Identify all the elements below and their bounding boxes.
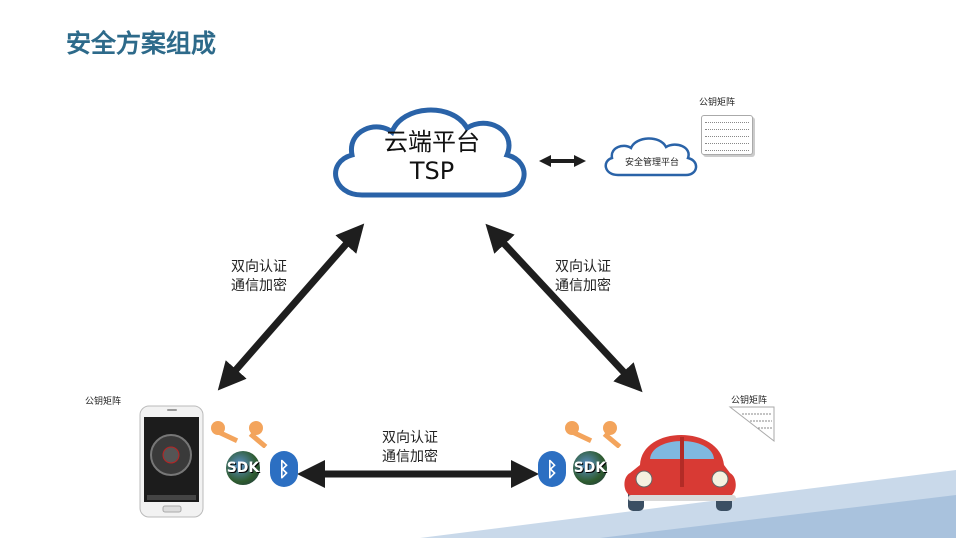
keys-icon-right — [565, 421, 622, 448]
security-platform-label: 安全管理平台 — [624, 158, 679, 168]
car-icon — [624, 435, 736, 511]
cloud-tsp — [333, 107, 527, 198]
auth-right-line1: 双向认证 — [555, 259, 611, 275]
matrix-label-top: 公钥矩阵 — [699, 98, 736, 108]
auth-right-line2: 通信加密 — [555, 278, 611, 294]
auth-bottom-line1: 双向认证 — [382, 430, 438, 446]
auth-left-line1: 双向认证 — [231, 259, 287, 275]
cloud-security-platform — [604, 137, 698, 177]
sdk-icon-left: SDK — [226, 451, 260, 485]
phone-device — [139, 405, 204, 518]
arrow-tsp-car — [485, 223, 643, 393]
matrix-card-top — [701, 115, 753, 155]
auth-left-line2: 通信加密 — [231, 278, 287, 294]
cloud-subtitle: TSP — [409, 157, 455, 185]
keys-icon-left — [211, 421, 268, 448]
auth-bottom-line2: 通信加密 — [382, 449, 438, 465]
arrow-phone-tsp — [217, 223, 365, 391]
bluetooth-icon-left: ᛒ — [270, 451, 298, 487]
matrix-label-right: 公钥矩阵 — [731, 396, 768, 406]
cloud-title: 云端平台 — [384, 128, 480, 156]
matrix-label-left: 公钥矩阵 — [85, 397, 122, 407]
sdk-icon-right: SDK — [573, 451, 607, 485]
page-title: 安全方案组成 — [66, 29, 217, 58]
matrix-card-right — [728, 406, 775, 443]
bluetooth-icon-right: ᛒ — [538, 451, 566, 487]
